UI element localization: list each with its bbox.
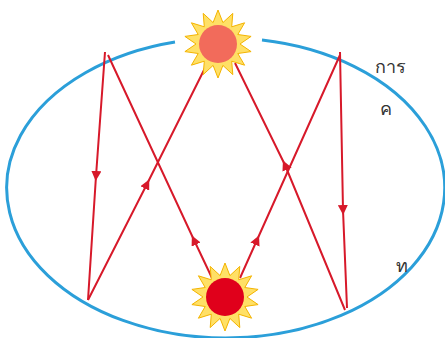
text-fragment: ท: [396, 255, 408, 277]
ray-line: [235, 63, 345, 310]
ray-line: [108, 55, 212, 278]
text-fragment: ค: [380, 98, 392, 120]
sun-disc: [206, 278, 244, 316]
ray-line: [88, 52, 105, 300]
sun-rays: [192, 263, 258, 331]
sun-bottom: [192, 263, 258, 331]
orbit-ellipse: [7, 40, 445, 338]
sun-disc: [199, 25, 237, 63]
ray-line: [240, 55, 340, 278]
sun-rays: [185, 10, 251, 78]
sun-top: [185, 10, 251, 78]
text-fragment: การ: [375, 56, 406, 78]
ray-line: [340, 52, 347, 308]
ray-lines: [88, 52, 347, 310]
ray-line: [88, 68, 205, 300]
